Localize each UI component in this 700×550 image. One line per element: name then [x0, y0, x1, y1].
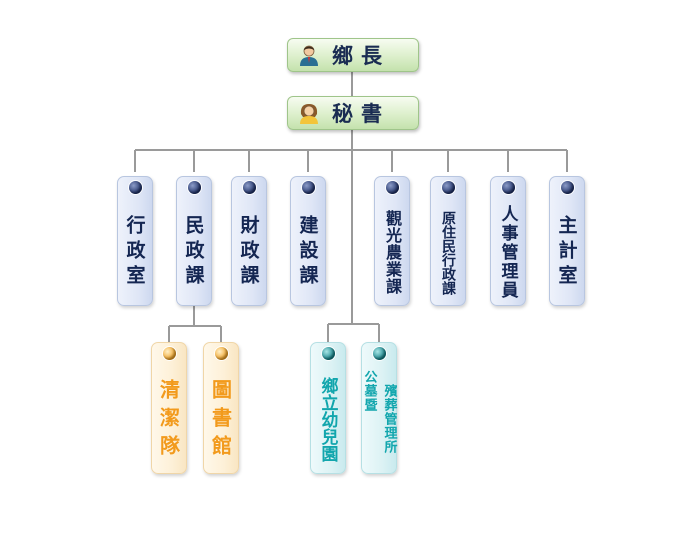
pin-icon	[242, 181, 256, 194]
department-label: 行政室	[123, 215, 146, 290]
cemetery-label-columns: 殯葬管理所 公墓暨	[360, 364, 399, 473]
department-accounting[interactable]: 主計室	[549, 176, 585, 306]
department-label: 財政課	[237, 215, 260, 290]
department-indigenous[interactable]: 原住民行政課	[430, 176, 466, 306]
sub-unit-cemetery[interactable]: 殯葬管理所 公墓暨	[361, 342, 397, 474]
department-personnel[interactable]: 人事管理員	[490, 176, 526, 306]
secretary-person-icon	[300, 104, 318, 124]
secretary-box[interactable]: 秘書	[287, 96, 419, 130]
pin-icon	[162, 347, 176, 360]
department-admin[interactable]: 行政室	[117, 176, 153, 306]
department-label: 原住民行政課	[440, 210, 456, 295]
pin-icon	[187, 181, 201, 194]
sub-unit-cleaning[interactable]: 清潔隊	[151, 342, 187, 474]
pin-icon	[560, 181, 574, 194]
department-label: 建設課	[296, 215, 319, 290]
pin-icon	[321, 347, 335, 360]
pin-icon	[385, 181, 399, 194]
department-civil[interactable]: 民政課	[176, 176, 212, 306]
sub-unit-library[interactable]: 圖書館	[203, 342, 239, 474]
mayor-person-icon	[300, 45, 318, 66]
department-label: 觀光農業課	[383, 210, 402, 295]
mayor-box[interactable]: 鄉長	[287, 38, 419, 72]
pin-icon	[501, 181, 515, 194]
pin-icon	[372, 347, 386, 360]
sub-unit-label: 鄉立幼兒園	[317, 377, 338, 462]
department-finance[interactable]: 財政課	[231, 176, 267, 306]
sub-unit-kindergarten[interactable]: 鄉立幼兒園	[310, 342, 346, 474]
sub-unit-label-col-1: 殯葬管理所	[381, 383, 397, 454]
sub-unit-label: 圖書館	[208, 378, 233, 463]
department-label: 主計室	[555, 215, 578, 290]
mayor-label: 鄉長	[332, 44, 390, 68]
department-label: 人事管理員	[497, 205, 518, 300]
pin-icon	[128, 181, 142, 194]
pin-icon	[441, 181, 455, 194]
pin-icon	[214, 347, 228, 360]
department-tourism[interactable]: 觀光農業課	[374, 176, 410, 306]
secretary-label: 秘書	[332, 102, 390, 126]
department-label: 民政課	[182, 215, 205, 290]
department-construction[interactable]: 建設課	[290, 176, 326, 306]
sub-unit-label-col-2: 公墓暨	[361, 370, 377, 412]
sub-unit-label: 清潔隊	[156, 378, 181, 463]
pin-icon	[301, 181, 315, 194]
